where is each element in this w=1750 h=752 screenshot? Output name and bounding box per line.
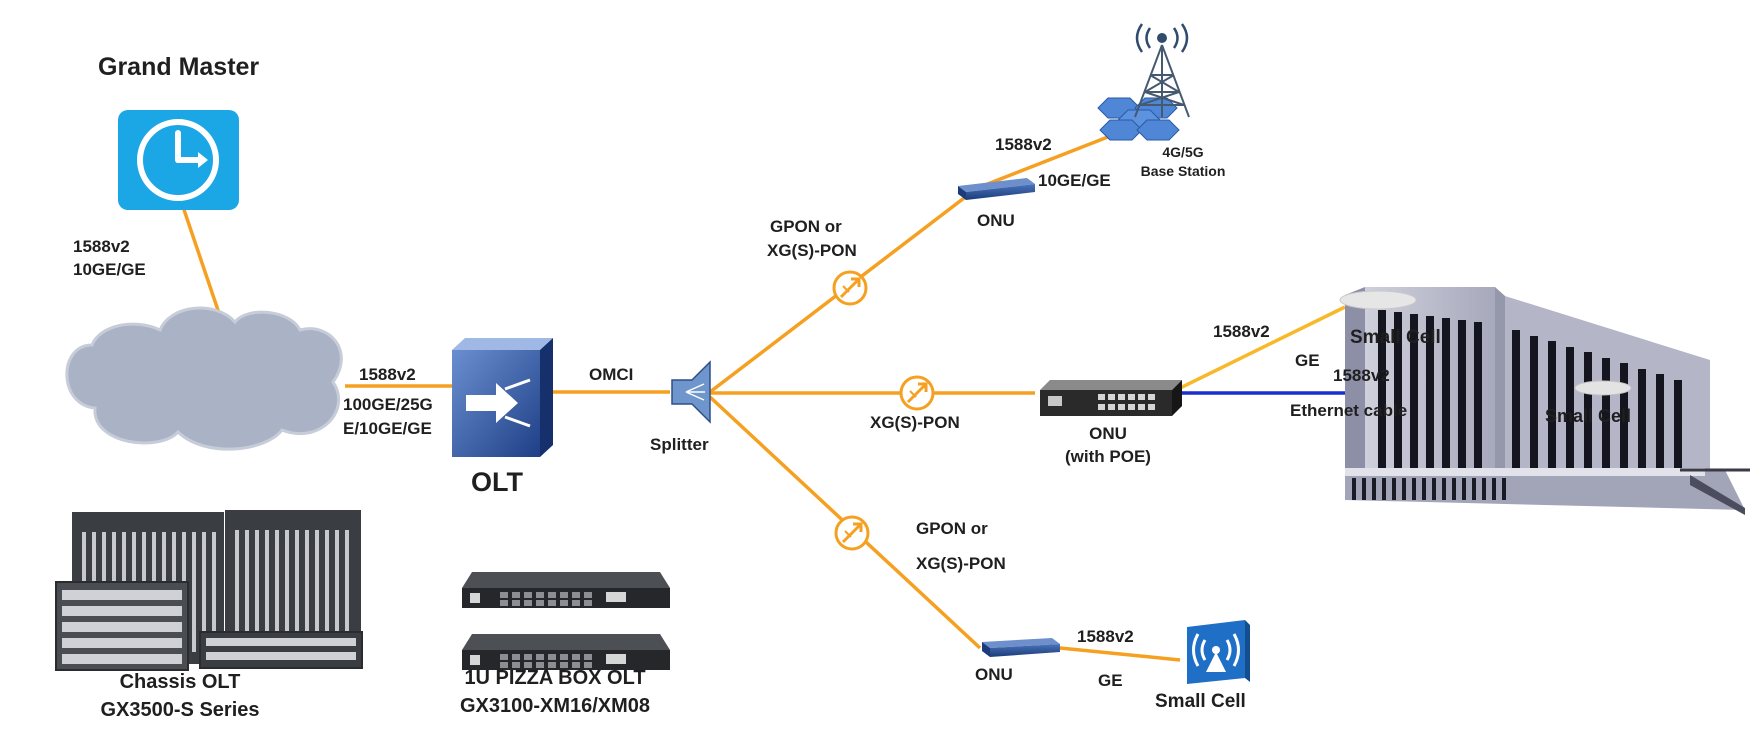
olt-router-icon	[452, 338, 553, 457]
branch-bottom-line2: XG(S)-PON	[916, 554, 1006, 573]
onu-bottom-link-speed: GE	[1098, 671, 1123, 690]
omci-label: OMCI	[589, 365, 634, 384]
small-cell-ceiling-icon	[1574, 380, 1632, 396]
gm-link-protocol: 1588v2	[73, 237, 130, 256]
building-lower-protocol: 1588v2	[1333, 366, 1390, 385]
cell-tower-icon	[1097, 23, 1190, 141]
building-upper-media: GE	[1295, 351, 1320, 370]
building-lower-media: Ethernet cable	[1290, 401, 1408, 420]
branch-mid-label: XG(S)-PON	[870, 413, 960, 432]
pizza-box-olt-line1: 1U PIZZA BOX OLT	[464, 667, 646, 689]
onu-top-link-speed: 10GE/GE	[1038, 171, 1111, 190]
pizza-box-olt-line2: GX3100-XM16/XM08	[459, 695, 651, 717]
small-cell-ceiling-icon	[1339, 290, 1417, 310]
onu-top-label: ONU	[977, 211, 1015, 230]
olt-label: OLT	[471, 467, 523, 497]
onu-top-link-protocol: 1588v2	[995, 135, 1052, 154]
onu-poe-line1: ONU	[1089, 424, 1127, 443]
chassis-olt-line1: Chassis OLT	[119, 671, 241, 693]
uplink-speed-line2: E/10GE/GE	[343, 419, 432, 438]
small-cell-2-label: Small Cell	[1545, 406, 1632, 426]
onu-bottom-device-icon	[982, 638, 1060, 657]
branch-top-line1: GPON or	[770, 217, 842, 236]
chassis-olt-image	[55, 510, 363, 671]
gm-to-cloud-link	[176, 191, 224, 323]
fiber-marker-icon	[834, 515, 870, 551]
splitter-icon	[671, 360, 711, 424]
antenna-icon	[1187, 620, 1250, 684]
gm-link-speed: 10GE/GE	[73, 260, 146, 279]
uplink-speed-line1: 100GE/25G	[343, 395, 433, 414]
uplink-protocol: 1588v2	[359, 365, 416, 384]
branch-bottom-line1: GPON or	[916, 519, 988, 538]
base-station-line1: 4G/5G	[1162, 144, 1204, 160]
splitter-label: Splitter	[650, 435, 709, 454]
pizza-box-olt-image	[462, 572, 670, 670]
onu-bottom-link-protocol: 1588v2	[1077, 627, 1134, 646]
clock-icon	[118, 110, 239, 210]
switch-icon	[1040, 380, 1182, 416]
base-station-line2: Base Station	[1140, 163, 1226, 179]
building-upper-protocol: 1588v2	[1213, 322, 1270, 341]
grand-master-title: Grand Master	[98, 53, 260, 81]
onu-top-device-icon	[958, 178, 1035, 200]
onu-poe-to-small-cell-1-link	[1171, 305, 1346, 394]
onu-bottom-to-small-cell-link	[1049, 645, 1181, 662]
fiber-marker-icon	[832, 270, 868, 306]
onu-top-to-base-station-link	[984, 131, 1119, 187]
fiber-marker-icon	[899, 375, 935, 411]
branch-top-line2: XG(S)-PON	[767, 241, 857, 260]
chassis-olt-line2: GX3500-S Series	[100, 699, 260, 721]
office-building-icon	[1339, 287, 1750, 515]
onu-poe-line2: (with POE)	[1065, 447, 1151, 466]
onu-bottom-label: ONU	[975, 665, 1013, 684]
small-cell-bottom-label: Small Cell	[1155, 691, 1246, 712]
small-cell-1-label: Small Cell	[1350, 327, 1441, 348]
cloud-icon	[65, 306, 343, 451]
